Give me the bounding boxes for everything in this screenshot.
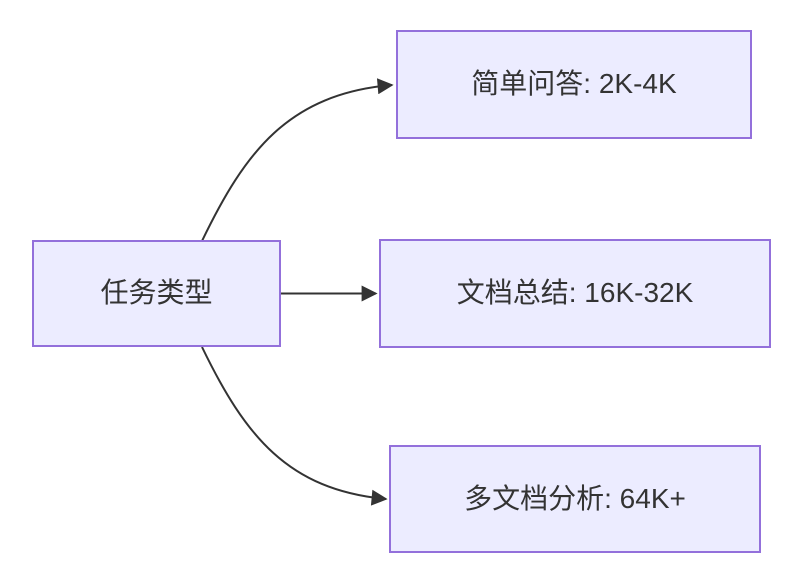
node-task-type: 任务类型 — [32, 240, 281, 347]
node-simple-qa-label: 简单问答: 2K-4K — [471, 68, 677, 100]
edge-root-to-multi-doc — [201, 346, 388, 506]
node-simple-qa: 简单问答: 2K-4K — [396, 30, 752, 139]
node-multi-doc: 多文档分析: 64K+ — [389, 445, 761, 553]
edge-root-to-simple-qa — [201, 78, 394, 242]
node-task-type-label: 任务类型 — [100, 277, 213, 309]
node-doc-summary-label: 文档总结: 16K-32K — [456, 277, 694, 309]
node-multi-doc-label: 多文档分析: 64K+ — [464, 482, 686, 514]
node-doc-summary: 文档总结: 16K-32K — [379, 239, 771, 348]
